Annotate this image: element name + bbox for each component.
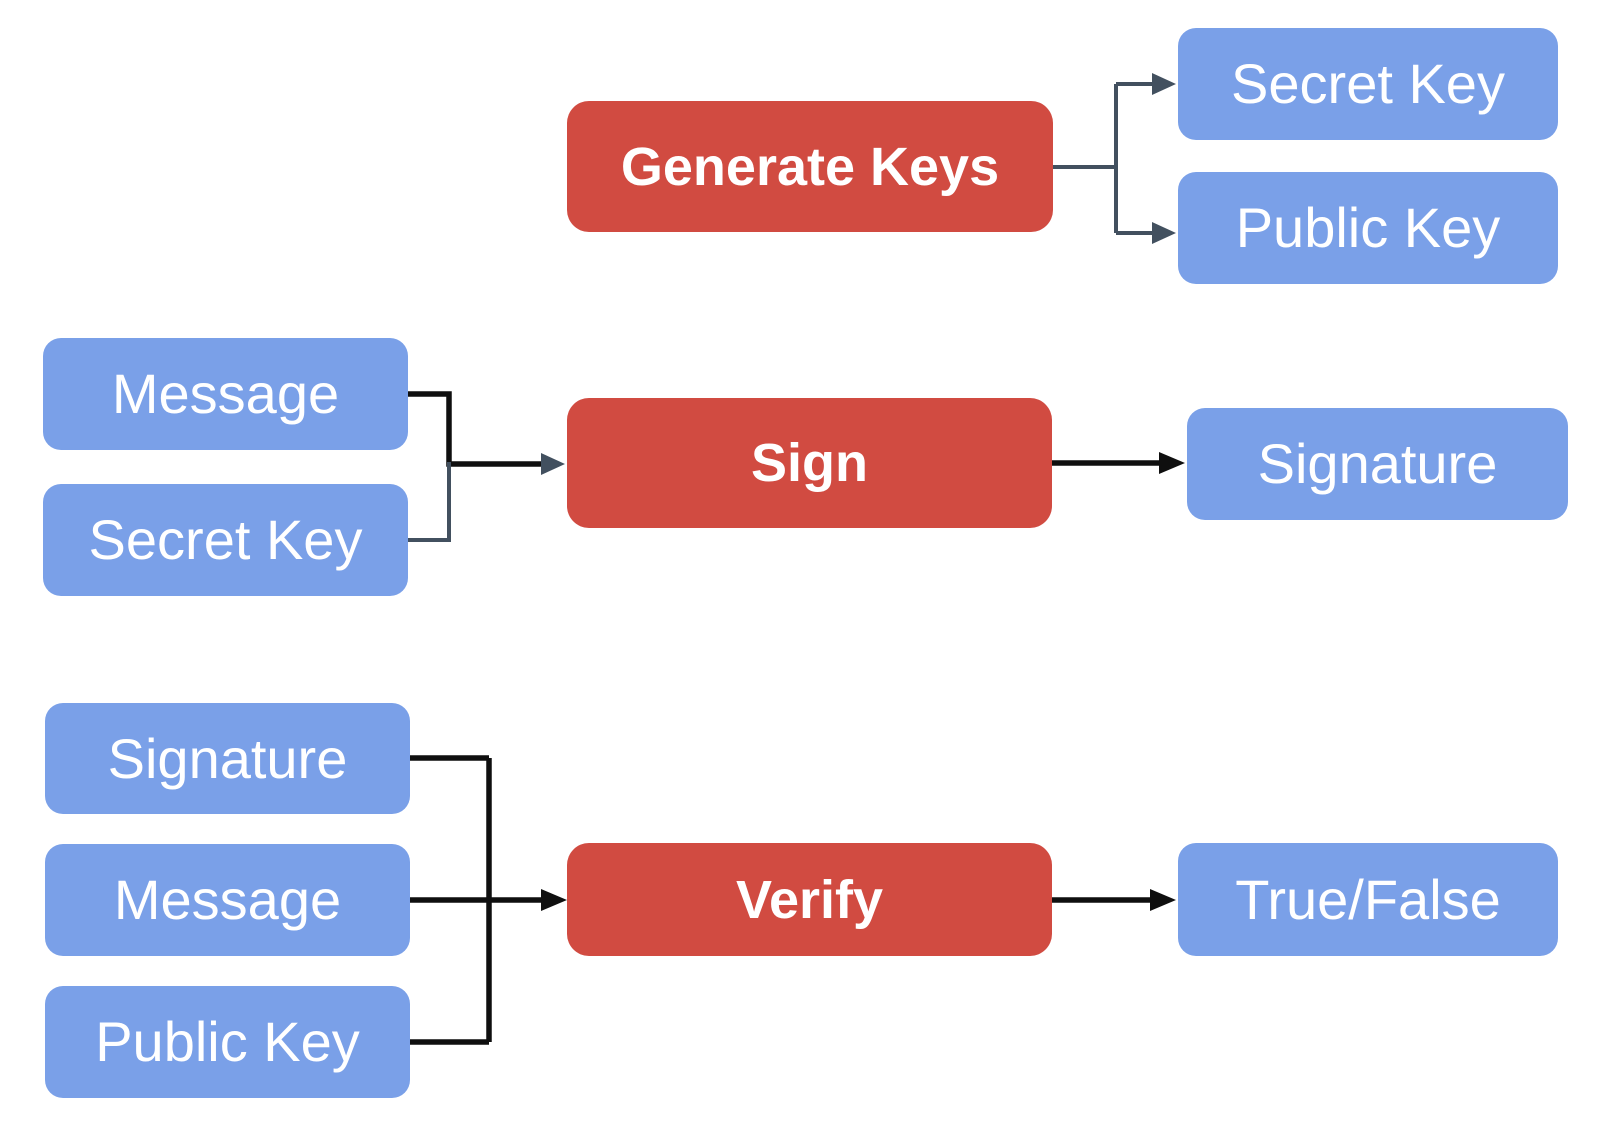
node-verify: Verify: [567, 843, 1052, 956]
arrowhead-to-sign: [541, 453, 565, 475]
connector-line: [408, 462, 451, 542]
connector-verify-to-truefalse: [1052, 889, 1176, 911]
node-secret-key-sign-input: Secret Key: [43, 484, 408, 596]
connector-line: [410, 755, 543, 1045]
node-public-key-output: Public Key: [1178, 172, 1558, 284]
arrowhead-to-public-key: [1152, 222, 1176, 244]
node-generate-keys: Generate Keys: [567, 101, 1053, 232]
node-message-verify-input: Message: [45, 844, 410, 956]
connector-sign-inputs: [408, 391, 565, 542]
arrowhead-to-verify: [541, 889, 567, 911]
node-secret-key-output: Secret Key: [1178, 28, 1558, 140]
node-public-key-verify-input: Public Key: [45, 986, 410, 1098]
node-sign: Sign: [567, 398, 1052, 528]
node-true-false-output: True/False: [1178, 843, 1558, 956]
connector-verify-inputs: [410, 755, 567, 1045]
arrowhead-to-secret-key: [1152, 73, 1176, 95]
arrowhead-to-truefalse: [1150, 889, 1176, 911]
connector-sign-to-signature: [1052, 452, 1185, 474]
connector-line: [408, 391, 543, 467]
node-signature-output: Signature: [1187, 408, 1568, 520]
node-message-sign-input: Message: [43, 338, 408, 450]
node-signature-verify-input: Signature: [45, 703, 410, 814]
connector-generate-keys-outputs: [1053, 73, 1176, 244]
arrowhead-to-signature: [1159, 452, 1185, 474]
connector-line: [1053, 82, 1154, 235]
